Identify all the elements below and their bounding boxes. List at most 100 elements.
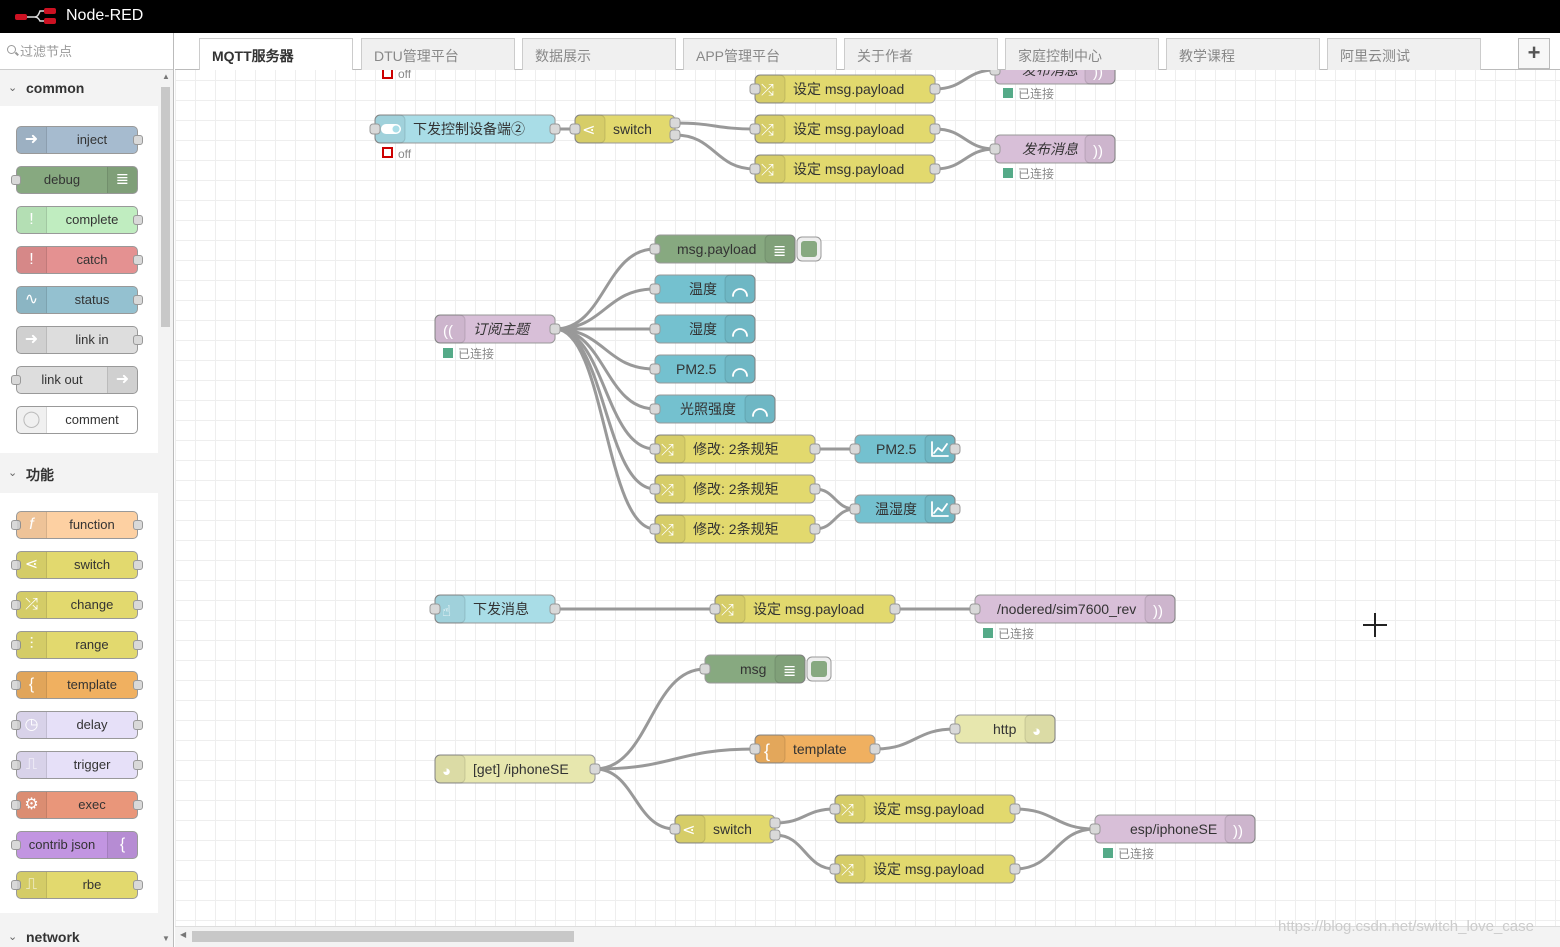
chart-node-pm25[interactable]: PM2.5 [849, 434, 961, 464]
palette-scrollbar[interactable]: ▲ ▼ [158, 70, 173, 947]
category-function-header[interactable]: ⌄ 功能 [0, 455, 158, 491]
change-node-rules-1[interactable]: ⤮ 修改: 2条规矩 [649, 434, 821, 464]
input-port [11, 840, 21, 850]
change-node-set-payload-4[interactable]: ⤮ 设定 msg.payload [709, 594, 901, 624]
change-node-set-payload-1[interactable]: ⤮ 设定 msg.payload [749, 74, 941, 104]
palette-node-inject[interactable]: ➜ inject [16, 126, 143, 154]
input-port [11, 880, 21, 890]
gauge-node-pm25[interactable]: PM2.5 [649, 354, 756, 384]
palette-node-complete[interactable]: ! complete [16, 206, 143, 234]
add-tab-button[interactable]: + [1518, 38, 1550, 69]
palette-node-delay[interactable]: ◷ delay [11, 711, 143, 739]
switch-icon: ⋖ [682, 822, 695, 839]
tab-mqtt[interactable]: MQTT服务器 [199, 38, 353, 71]
debug-node-msg[interactable]: ≣ msg [699, 654, 832, 684]
tab-label: 阿里云测试 [1340, 48, 1410, 64]
ui-switch-node-control[interactable]: 下发控制设备端② off [369, 114, 561, 161]
category-network-header[interactable]: ⌄ network [0, 919, 158, 947]
arrow-right-icon: ➜ [17, 127, 47, 153]
palette-node-catch[interactable]: ! catch [16, 246, 143, 274]
scroll-up-icon[interactable]: ▲ [162, 72, 170, 81]
svg-text:off: off [398, 70, 412, 81]
palette-node-range[interactable]: ⫶ range [11, 631, 143, 659]
http-response-node[interactable]: ◕ http [949, 714, 1056, 744]
output-port [133, 335, 143, 345]
mqtt-out-node-sim7600[interactable]: )) /nodered/sim7600_rev 已连接 [969, 594, 1176, 641]
shuffle-icon: ⤮ [661, 482, 674, 499]
svg-text:下发控制设备端②: 下发控制设备端② [413, 121, 525, 137]
palette-search-input[interactable] [20, 42, 160, 60]
debug-node-payload[interactable]: ≣ msg.payload [649, 234, 822, 264]
mqtt-out-node-top[interactable]: )) 发布消息 已连接 [989, 70, 1116, 101]
brace-icon: { [17, 672, 47, 698]
palette-node-debug[interactable]: debug ≣ [11, 166, 138, 194]
palette-node-rbe[interactable]: ⎍ rbe [11, 871, 143, 899]
tab-app[interactable]: APP管理平台 [683, 38, 837, 70]
svg-text:设定 msg.payload: 设定 msg.payload [753, 601, 864, 617]
switch-node-1[interactable]: ⋖ switch [569, 114, 681, 144]
globe-icon: ◕ [1032, 723, 1041, 740]
change-node-rules-2[interactable]: ⤮ 修改: 2条规矩 [649, 474, 821, 504]
scroll-left-icon[interactable]: ◀ [180, 930, 187, 939]
tab-home[interactable]: 家庭控制中心 [1005, 38, 1159, 70]
scroll-down-icon[interactable]: ▼ [162, 934, 170, 943]
switch-node-2[interactable]: ⋖ switch [669, 814, 781, 844]
palette-node-exec[interactable]: ⚙ exec [11, 791, 143, 819]
mqtt-out-node-2[interactable]: )) 发布消息 已连接 [989, 134, 1116, 181]
shuffle-icon: ⤮ [761, 162, 774, 179]
svg-text:设定 msg.payload: 设定 msg.payload [793, 81, 904, 97]
broadcast-icon: )) [1093, 143, 1103, 160]
palette-node-label: debug [43, 172, 81, 187]
change-node-rules-3[interactable]: ⤮ 修改: 2条规矩 [649, 514, 821, 544]
shuffle-icon: ⤮ [661, 442, 674, 459]
change-node-set-payload-3[interactable]: ⤮ 设定 msg.payload [749, 154, 941, 184]
output-port [133, 560, 143, 570]
palette-scroll-thumb[interactable] [161, 87, 170, 327]
tab-about[interactable]: 关于作者 [844, 38, 998, 70]
category-label: common [26, 80, 85, 96]
gauge-node-humidity[interactable]: 湿度 [649, 314, 756, 344]
tab-dtu[interactable]: DTU管理平台 [361, 38, 515, 70]
palette-node-status[interactable]: ∿ status [16, 286, 143, 314]
tab-data-display[interactable]: 数据展示 [522, 38, 676, 70]
chart-node-temp-hum[interactable]: 温湿度 [849, 494, 961, 524]
workspace-scroll-thumb[interactable] [192, 931, 574, 942]
mqtt-out-node-esp[interactable]: )) esp/iphoneSE 已连接 [1089, 814, 1256, 861]
status-off-top: off [382, 70, 412, 81]
palette-node-template[interactable]: { template [11, 671, 143, 699]
tab-label: 教学课程 [1179, 48, 1235, 64]
palette-node-trigger[interactable]: ⎍ trigger [11, 751, 143, 779]
workspace-horizontal-scrollbar[interactable]: ◀ [175, 926, 1560, 947]
mqtt-in-node-subscribe[interactable]: (( 订阅主题 已连接 [434, 314, 561, 361]
tab-course[interactable]: 教学课程 [1166, 38, 1320, 70]
svg-text:设定 msg.payload: 设定 msg.payload [793, 161, 904, 177]
shuffle-icon: ⤮ [17, 592, 47, 618]
palette-node-comment[interactable]: ◯ comment [16, 406, 138, 434]
palette-node-change[interactable]: ⤮ change [11, 591, 143, 619]
change-node-set-payload-5[interactable]: ⤮ 设定 msg.payload [829, 794, 1021, 824]
flow-workspace[interactable]: off ⤮ 设定 msg.payload )) 发布消息 已连接 下发控制设备端… [175, 70, 1560, 926]
template-node[interactable]: { template [749, 734, 881, 764]
change-node-set-payload-2[interactable]: ⤮ 设定 msg.payload [749, 114, 941, 144]
palette-node-json[interactable]: contrib json { [11, 831, 138, 859]
output-port [133, 255, 143, 265]
tab-label: MQTT服务器 [212, 48, 294, 64]
function-icon: f [17, 512, 47, 538]
ui-button-node-send[interactable]: ☝ 下发消息 [429, 594, 561, 624]
tab-aliyun[interactable]: 阿里云测试 [1327, 38, 1481, 70]
svg-text:template: template [793, 741, 847, 757]
change-node-set-payload-6[interactable]: ⤮ 设定 msg.payload [829, 854, 1021, 884]
gauge-node-light[interactable]: 光照强度 [649, 394, 776, 424]
output-port [133, 640, 143, 650]
http-in-node-iphonese[interactable]: ◕ [get] /iphoneSE [434, 754, 601, 784]
palette-node-label: switch [73, 557, 111, 572]
svg-text:switch: switch [713, 821, 752, 837]
palette-node-switch[interactable]: ⋖ switch [11, 551, 143, 579]
palette-node-link-out[interactable]: link out ➜ [11, 366, 138, 394]
category-common-header[interactable]: ⌄ common [0, 70, 158, 106]
gauge-node-temperature[interactable]: 温度 [649, 274, 756, 304]
palette-node-link-in[interactable]: ➜ link in [16, 326, 143, 354]
svg-text:订阅主题: 订阅主题 [473, 321, 532, 337]
palette-node-function[interactable]: f function [11, 511, 143, 539]
palette-node-label: status [74, 292, 110, 307]
